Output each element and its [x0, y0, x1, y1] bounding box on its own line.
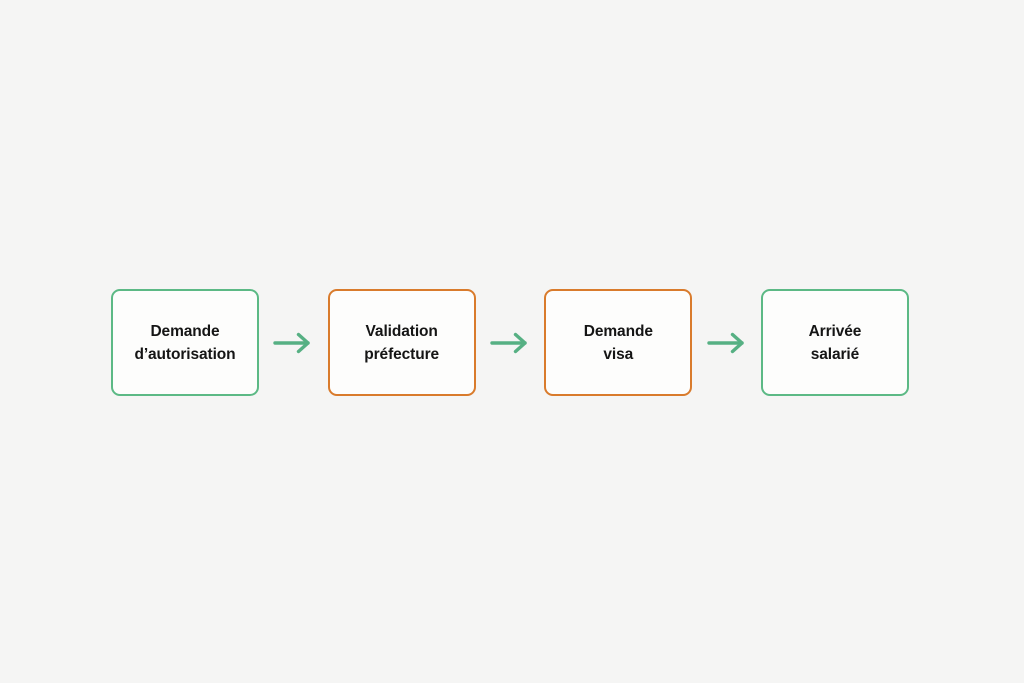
flow-connector-3	[706, 330, 748, 356]
flow-node-demande-visa[interactable]: Demande visa	[544, 289, 693, 396]
flow-node-label: Demande visa	[583, 322, 653, 363]
arrow-right-icon	[706, 332, 747, 354]
arrow-right-icon	[490, 332, 530, 354]
flow-node-label: Validation préfecture	[364, 322, 440, 363]
flow-node-label: Arrivée salarié	[808, 322, 862, 363]
flow-connector-2	[489, 330, 531, 356]
flow-node-demande-autorisation[interactable]: Demande d’autorisation	[111, 289, 259, 396]
flow-node-validation-prefecture[interactable]: Validation préfecture	[327, 289, 476, 396]
flow-node-label: Demande d’autorisation	[134, 322, 236, 363]
process-flow: Demande d’autorisation Validation préfec…	[111, 289, 909, 396]
flow-connector-1	[272, 330, 314, 356]
arrow-right-icon	[273, 332, 313, 354]
flow-node-arrivee-salarie[interactable]: Arrivée salarié	[760, 289, 909, 396]
